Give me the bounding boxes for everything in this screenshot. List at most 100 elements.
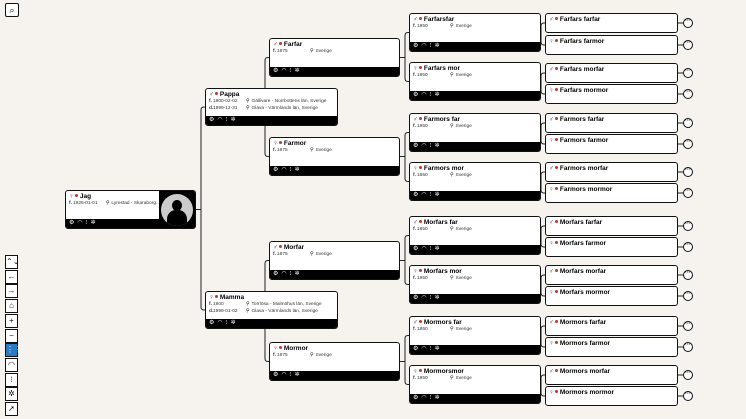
more-ancestors-button[interactable]: ··· [683,242,693,252]
person-card[interactable]: ♀Farfars farmor [545,35,678,55]
relatives-icon[interactable]: ✲ [294,372,300,378]
relatives-icon[interactable]: ✲ [294,167,300,173]
descendants-icon[interactable]: ⁝ [225,117,228,123]
more-ancestors-button[interactable]: ··· [683,68,693,78]
person-card[interactable]: ♀Farmors farmor [545,134,678,154]
more-ancestors-button[interactable]: ··· [683,370,693,380]
descendants-button[interactable]: ⁝ [5,372,18,387]
fan-icon[interactable]: ◠ [421,346,427,352]
settings-icon[interactable]: ⚙ [413,192,419,198]
back-button[interactable]: ← [5,269,18,284]
fan-icon[interactable]: ◠ [421,295,427,301]
settings-icon[interactable]: ⚙ [273,271,279,277]
settings-icon[interactable]: ⚙ [69,220,75,226]
fan-icon[interactable]: ◠ [281,372,287,378]
relatives-icon[interactable]: ✲ [230,320,236,326]
relatives-icon[interactable]: ✲ [434,395,440,401]
fan-icon[interactable]: ◠ [421,143,427,149]
person-card[interactable]: ♂Farmors morfar [545,162,678,182]
person-card[interactable]: ♀Farmors mormor [545,183,678,203]
person-card[interactable]: ♂Mormors morfar [545,365,678,385]
relatives-icon[interactable]: ✲ [294,68,300,74]
search-button[interactable]: ⌕ [5,3,19,17]
person-card[interactable]: ♀Morfars mormor [545,286,678,306]
person-card[interactable]: ♂Farfars farfar [545,13,678,33]
more-ancestors-button[interactable]: ··· [683,270,693,280]
fan-icon[interactable]: ◠ [217,320,223,326]
more-ancestors-button[interactable]: ··· [683,89,693,99]
descendants-icon[interactable]: ⁝ [85,220,88,226]
settings-icon[interactable]: ⚙ [413,246,419,252]
more-ancestors-button[interactable]: ··· [683,188,693,198]
more-ancestors-button[interactable]: ··· [683,167,693,177]
expand-collapse-button[interactable]: ⌃⌄ [5,255,19,269]
relatives-icon[interactable]: ✲ [434,92,440,98]
person-card[interactable]: ♂Morfars morfar [545,265,678,285]
relatives-icon[interactable]: ✲ [434,192,440,198]
descendants-icon[interactable]: ⁝ [289,68,292,74]
fan-icon[interactable]: ◠ [421,92,427,98]
zoom-in-button[interactable]: + [5,313,18,328]
settings-icon[interactable]: ⚙ [209,320,215,326]
descendants-icon[interactable]: ⁝ [429,295,432,301]
descendants-icon[interactable]: ⁝ [225,320,228,326]
fan-icon[interactable]: ◠ [421,43,427,49]
person-card[interactable]: ♂Farmors farfar [545,113,678,133]
more-ancestors-button[interactable]: ··· [683,342,693,352]
descendants-icon[interactable]: ⁝ [429,143,432,149]
descendants-icon[interactable]: ⁝ [429,395,432,401]
settings-icon[interactable]: ⚙ [413,143,419,149]
forward-button[interactable]: → [5,284,18,299]
relatives-icon[interactable]: ✲ [434,346,440,352]
fan-icon[interactable]: ◠ [281,167,287,173]
fan-icon[interactable]: ◠ [421,192,427,198]
zoom-out-button[interactable]: − [5,328,18,343]
descendants-icon[interactable]: ⁝ [429,346,432,352]
person-card[interactable]: ♂Mormors farfar [545,316,678,336]
relatives-icon[interactable]: ✲ [434,295,440,301]
navigate-button[interactable]: ➚ [5,402,18,416]
settings-icon[interactable]: ⚙ [413,395,419,401]
fan-icon[interactable]: ◠ [421,395,427,401]
person-card[interactable]: ♀Mormors mormor [545,386,678,406]
person-card[interactable]: ♀Farfars mormor [545,84,678,104]
settings-icon[interactable]: ⚙ [273,372,279,378]
relatives-icon[interactable]: ✲ [434,143,440,149]
settings-icon[interactable]: ⚙ [413,346,419,352]
settings-icon[interactable]: ⚙ [273,68,279,74]
descendants-icon[interactable]: ⁝ [429,92,432,98]
more-ancestors-button[interactable]: ··· [683,291,693,301]
relatives-icon[interactable]: ✲ [230,117,236,123]
person-card[interactable]: ♀Morfars farmor [545,237,678,257]
more-ancestors-button[interactable]: ··· [683,40,693,50]
settings-icon[interactable]: ⚙ [209,117,215,123]
fan-icon[interactable]: ◠ [217,117,223,123]
fan-chart-button[interactable]: ◠ [5,357,18,372]
more-ancestors-button[interactable]: ··· [683,221,693,231]
descendants-icon[interactable]: ⁝ [289,372,292,378]
fan-icon[interactable]: ◠ [421,246,427,252]
relatives-icon[interactable]: ✲ [294,271,300,277]
more-ancestors-button[interactable]: ··· [683,321,693,331]
relatives-icon[interactable]: ✲ [90,220,96,226]
settings-icon[interactable]: ⚙ [413,295,419,301]
descendants-icon[interactable]: ⁝ [289,271,292,277]
descendants-icon[interactable]: ⁝ [429,246,432,252]
descendants-icon[interactable]: ⁝ [429,192,432,198]
more-ancestors-button[interactable]: ··· [683,391,693,401]
tree-layout-button[interactable]: ⋮⋮ [5,343,22,358]
settings-icon[interactable]: ⚙ [413,92,419,98]
